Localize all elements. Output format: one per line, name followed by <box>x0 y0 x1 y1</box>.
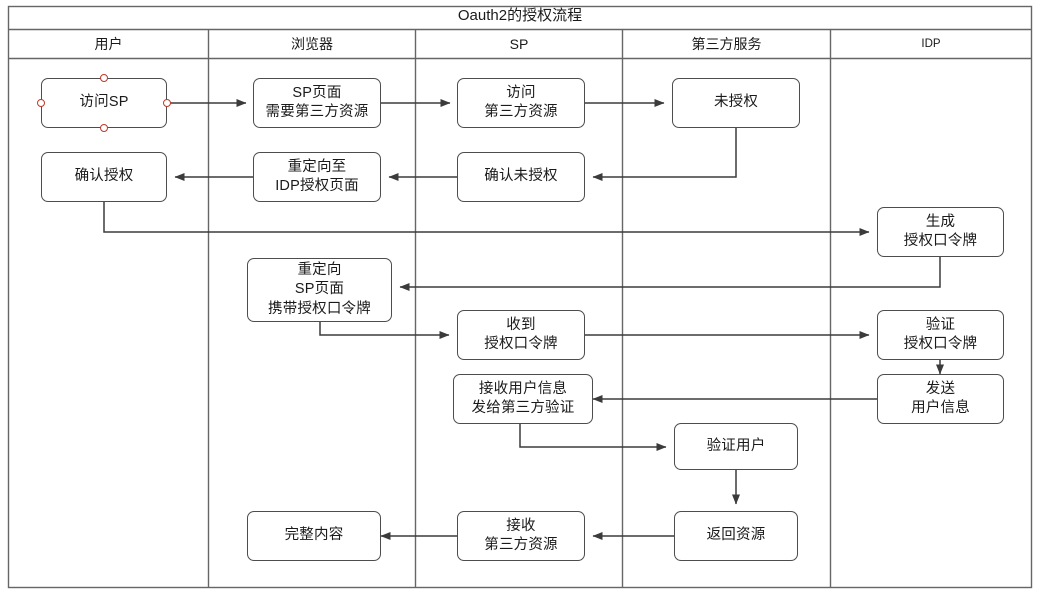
resize-handle-bottom[interactable] <box>100 124 108 132</box>
node-redirect-sp-page-with-token[interactable]: 重定向 SP页面 携带授权口令牌 <box>247 258 392 322</box>
lane-header-third-party: 第三方服务 <box>691 35 762 52</box>
lane-header-sp: SP <box>509 35 529 52</box>
lane-header-browser: 浏览器 <box>291 35 333 52</box>
lane-header-user: 用户 <box>94 35 123 52</box>
lane-header-idp: IDP <box>921 37 941 50</box>
node-access-third-party-resource[interactable]: 访问 第三方资源 <box>457 78 585 128</box>
node-unauthorized[interactable]: 未授权 <box>672 78 800 128</box>
node-send-user-info[interactable]: 发送 用户信息 <box>877 374 1004 424</box>
node-complete-content[interactable]: 完整内容 <box>247 511 381 561</box>
node-generate-auth-token[interactable]: 生成 授权口令牌 <box>877 207 1004 257</box>
resize-handle-left[interactable] <box>37 99 45 107</box>
node-confirm-authorization[interactable]: 确认授权 <box>41 152 167 202</box>
node-verify-auth-token[interactable]: 验证 授权口令牌 <box>877 310 1004 360</box>
node-visit-sp[interactable]: 访问SP <box>41 78 167 128</box>
diagram-title: Oauth2的授权流程 <box>457 7 583 24</box>
node-sp-page-needs-third-party-resource[interactable]: SP页面 需要第三方资源 <box>253 78 381 128</box>
node-verify-user[interactable]: 验证用户 <box>674 423 798 470</box>
resize-handle-right[interactable] <box>163 99 171 107</box>
node-received-auth-token[interactable]: 收到 授权口令牌 <box>457 310 585 360</box>
node-receive-third-party-resource[interactable]: 接收 第三方资源 <box>457 511 585 561</box>
node-confirm-unauthorized[interactable]: 确认未授权 <box>457 152 585 202</box>
resize-handle-top[interactable] <box>100 74 108 82</box>
node-receive-user-info-send-to-third-party[interactable]: 接收用户信息 发给第三方验证 <box>453 374 593 424</box>
node-return-resource[interactable]: 返回资源 <box>674 511 798 561</box>
node-redirect-to-idp-auth-page[interactable]: 重定向至 IDP授权页面 <box>253 152 381 202</box>
